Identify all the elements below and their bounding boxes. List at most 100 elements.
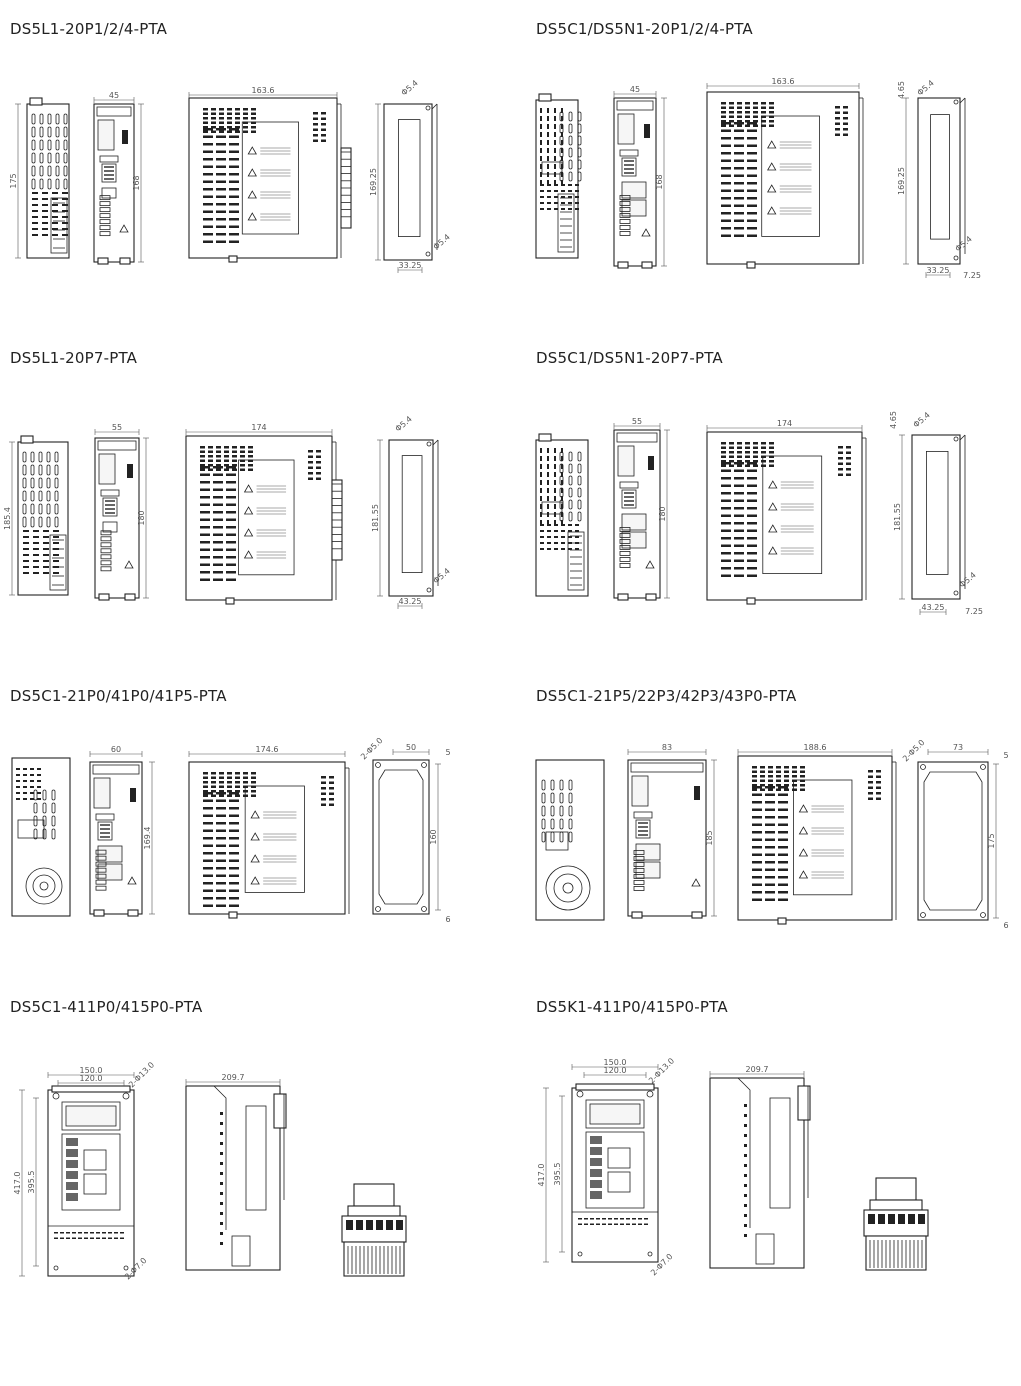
dimension-mount_right: 7.25 [965,607,983,616]
dimension-mount_bottom: 43.25 [922,603,945,612]
dimension-hole_top: Φ5.4 [400,78,420,97]
dimension-front_h: 175 [9,173,18,188]
dimension-side_w: 209.7 [746,1065,769,1074]
mounting-view [383,103,438,261]
dimension-hole_top: Φ5.4 [912,410,932,429]
front-view [535,93,582,259]
dimension-mount_w: 50 [406,743,416,752]
title-ds5c1-20p1: DS5C1/DS5N1-20P1/2/4-PTA [536,20,753,38]
panel-view [627,759,707,919]
front-view [17,435,69,596]
dimension-mount_top: 5 [445,748,450,757]
dimension-mount_h: 160 [429,829,438,844]
dimension-hole_top: Φ5.4 [394,414,414,433]
dimension-hole_top: Φ5.4 [916,78,936,97]
dimension-mount_bottom: 6 [1003,921,1008,930]
dimension-side_w: 163.6 [772,77,795,86]
dimension-mount_h: 175 [987,833,996,848]
terminal-block-view [341,1183,407,1277]
dimension-inner_h: 395.5 [553,1163,562,1186]
dimension-hole_bottom: Φ5.4 [432,232,452,251]
din-rail-connector [331,479,343,561]
dimension-side_w: 163.6 [252,86,275,95]
dimension-panel_w: 55 [112,423,122,432]
dimension-panel_h: 180 [658,506,667,521]
side-view [188,97,342,263]
dimension-panel_w: 83 [662,743,672,752]
side-view [185,435,337,605]
dimension-panel_h: 185 [705,830,714,845]
title-ds5c1-20p7: DS5C1/DS5N1-20P7-PTA [536,349,723,367]
dimension-inner_w: 120.0 [604,1066,627,1075]
large-side-view [709,1077,811,1269]
side-view [188,761,350,919]
dimension-mount_right: 7.25 [963,271,981,280]
dimension-inner_w: 120.0 [80,1074,103,1083]
panel-view [613,97,657,269]
front-view [11,757,71,917]
dimension-inner_h: 395.5 [27,1171,36,1194]
dimension-panel_h: 168 [132,175,141,190]
dimension-hole_bottom: Φ5.4 [958,570,978,589]
panel-view [613,429,661,601]
dimension-side_w: 209.7 [222,1073,245,1082]
panel-view [89,761,143,917]
dimension-panel_w: 60 [111,745,121,754]
dimension-hole_top: 2-Φ13.0 [647,1056,676,1085]
dimension-side_w: 188.6 [804,743,827,752]
large-front-view [571,1083,659,1263]
front-view [535,433,589,597]
group-ds5c1-21p0: 60 169.4 174.6 50 2-Φ5.0 160 5 6 [11,736,451,924]
front-view [535,759,605,921]
front-view [26,97,70,259]
dimension-mount_h: 169.25 [897,167,906,195]
dimension-mount_bottom: 33.25 [927,266,950,275]
dimension-outer_h: 417.0 [537,1164,546,1187]
panel-view [94,437,140,601]
dimension-panel_h: 180 [137,510,146,525]
dimension-mount_hole: 2-Φ5.0 [901,738,926,763]
mounting-view [917,97,966,265]
dimension-mount_bottom: 6 [445,915,450,924]
dimension-mount_hole: 2-Φ5.0 [359,736,384,761]
dimension-panel_w: 45 [109,91,119,100]
dimension-panel_w: 55 [632,417,642,426]
dimension-hole_bottom: Φ5.4 [432,566,452,585]
dimension-mount_w: 73 [953,743,963,752]
din-rail-connector [340,147,352,229]
dimension-front_h: 185.4 [3,507,12,530]
title-ds5c1-21p5: DS5C1-21P5/22P3/42P3/43P0-PTA [536,687,797,705]
dimension-panel_h: 169.4 [143,827,152,850]
dimension-outer_w: 150.0 [604,1058,627,1067]
panel-view [93,103,135,265]
dimension-outer_h: 417.0 [13,1172,22,1195]
dimension-mount_h: 181.55 [893,503,902,531]
title-ds5k1-411p0: DS5K1-411P0/415P0-PTA [536,998,728,1016]
dimension-mount_top: 5 [1003,751,1008,760]
mounting-view [911,434,966,600]
side-view [706,91,864,269]
dimension-side_w: 174.6 [256,745,279,754]
mounting-view [388,439,439,597]
dimension-mount_bottom: 33.25 [399,261,422,270]
dimension-side_w: 174 [251,423,266,432]
dimension-mount_h: 169.25 [369,168,378,196]
large-front-view [47,1085,135,1277]
side-view [706,431,867,605]
dimension-mount_bottom: 43.25 [399,597,422,606]
title-ds5c1-411p0: DS5C1-411P0/415P0-PTA [10,998,203,1016]
dimension-mount_h: 181.55 [371,504,380,532]
title-ds5l1-20p1: DS5L1-20P1/2/4-PTA [10,20,168,38]
dimension-outer_w: 150.0 [80,1066,103,1075]
flange-mount-view [372,759,430,915]
dimension-mount_top: 4.65 [897,81,906,99]
title-ds5l1-20p7: DS5L1-20P7-PTA [10,349,138,367]
group-ds5c1-21p5: 83 185 188.6 73 2-Φ5.0 175 5 6 [535,738,1009,930]
flange-mount-view [917,761,989,921]
